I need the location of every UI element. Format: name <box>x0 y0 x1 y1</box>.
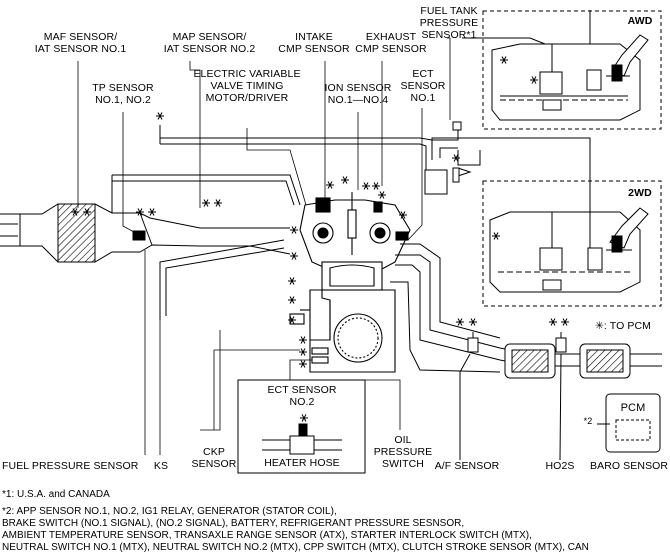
footnote-2-line-2: BRAKE SWITCH (NO.1 SIGNAL), (NO.2 SIGNAL… <box>2 518 465 529</box>
footnote-2-line-3: AMBIENT TEMPERATURE SENSOR, TRANSAXLE RA… <box>2 530 532 541</box>
footnote-1: *1: U.S.A. and CANADA <box>2 489 110 500</box>
pcm-label: PCM <box>620 402 646 414</box>
2wd-label: 2WD <box>628 187 652 199</box>
ect-sensor-no2-inset <box>237 379 366 474</box>
to-pcm-legend: ✳: TO PCM <box>595 320 651 332</box>
map-sensor-label: MAP SENSOR/IAT SENSOR NO.2 <box>163 31 256 55</box>
intake-duct <box>0 203 291 263</box>
leader-lines <box>77 37 451 241</box>
awd-label: AWD <box>627 15 653 27</box>
heater-hose-label: HEATER HOSE <box>264 457 340 469</box>
engine <box>289 192 411 373</box>
ho2s-label: HO2S <box>545 460 575 472</box>
evap-components <box>424 121 472 195</box>
exhaust-system <box>390 243 662 461</box>
2wd-fuel-tank <box>482 180 662 307</box>
ks-label: KS <box>153 460 169 472</box>
awd-fuel-tank <box>462 10 662 130</box>
footnote-2-line-1: *2: APP SENSOR NO.1, NO.2, IG1 RELAY, GE… <box>2 506 337 517</box>
maf-sensor-label: MAF SENSOR/IAT SENSOR NO.1 <box>34 31 127 55</box>
footnote-2-line-4: NEUTRAL SWITCH NO.1 (MTX), NEUTRAL SWITC… <box>2 542 589 553</box>
pcm-unit <box>597 393 661 453</box>
pcm-ref-label: *2 <box>583 416 593 426</box>
fuel-and-vapor-lines <box>111 125 591 320</box>
fuel-pressure-sensor-label: FUEL PRESSURE SENSOR <box>2 460 139 472</box>
af-sensor-label: A/F SENSOR <box>434 460 500 472</box>
baro-sensor-label: BARO SENSOR <box>590 460 669 472</box>
